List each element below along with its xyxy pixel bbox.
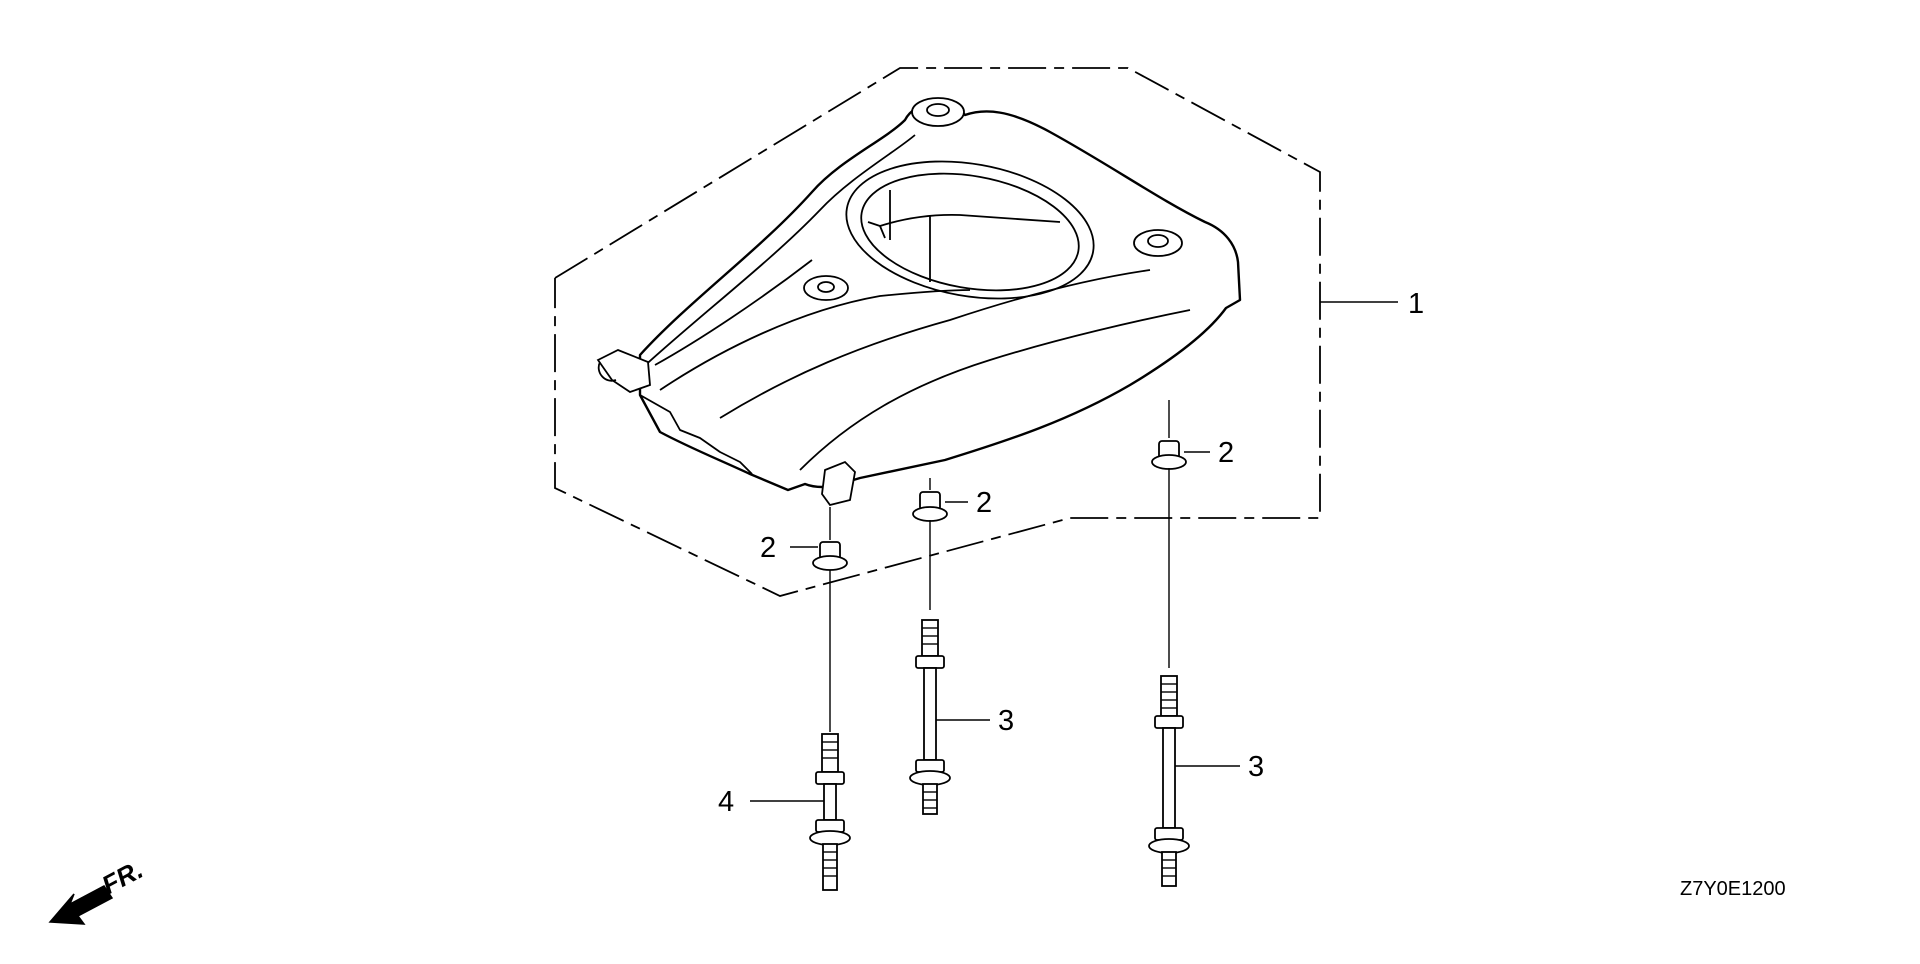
- callout-2-right: 2: [1218, 437, 1234, 469]
- grommet-right[interactable]: [1151, 440, 1187, 470]
- drawing-code: Z7Y0E1200: [1680, 878, 1786, 900]
- stud-bolt-right[interactable]: [1148, 675, 1190, 887]
- front-arrow-icon: FR.: [48, 854, 148, 925]
- assembly-boundary: [554, 67, 1321, 597]
- callout-1: 1: [1408, 288, 1424, 320]
- stud-bolt-left[interactable]: [809, 733, 851, 891]
- stud-bolt-center[interactable]: [909, 619, 951, 815]
- callout-2-left: 2: [760, 532, 776, 564]
- callout-3-center: 3: [998, 705, 1014, 737]
- callout-3-right: 3: [1248, 751, 1264, 783]
- callout-2-center: 2: [976, 487, 992, 519]
- bottom-clip: [821, 460, 856, 507]
- fan-cover[interactable]: [596, 97, 1242, 507]
- callout-4: 4: [718, 786, 734, 818]
- grommet-center[interactable]: [912, 491, 948, 522]
- grommet-left[interactable]: [812, 541, 848, 571]
